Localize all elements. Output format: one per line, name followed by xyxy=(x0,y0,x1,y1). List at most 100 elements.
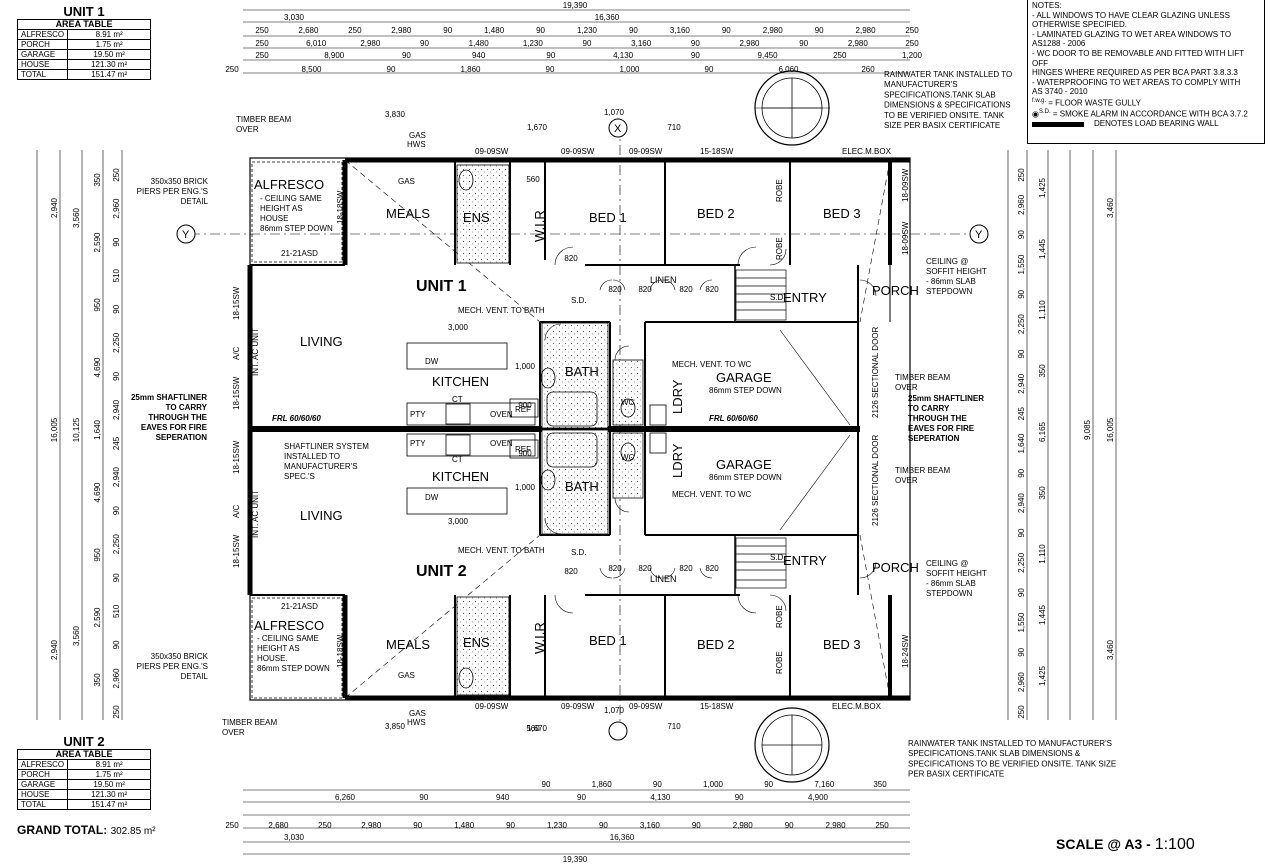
dim-value: 1,445 xyxy=(1038,238,1047,259)
timber-beam-note: TIMBER BEAM xyxy=(895,466,950,475)
dim-value: 1,550 xyxy=(1017,254,1026,275)
dim-value: 90 xyxy=(413,821,422,830)
dim-overall: 19,390 xyxy=(563,855,588,864)
dim-value: 9,450 xyxy=(758,51,779,60)
kitchen-fittings xyxy=(406,169,667,689)
notes-box: NOTES: - ALL WINDOWS TO HAVE CLEAR GLAZI… xyxy=(1027,0,1265,144)
dim-value: 3,030 xyxy=(284,833,305,842)
dim-value: 820 xyxy=(564,567,578,576)
dim-value: 6,165 xyxy=(1038,421,1047,442)
dw-label: DW xyxy=(425,493,439,502)
sd-text: = SMOKE ALARM IN ACCORDANCE WITH BCA 3.7… xyxy=(1052,109,1248,119)
grid-marker-y-left-icon: Y xyxy=(176,224,196,244)
fridge-label: REF xyxy=(515,405,531,414)
dim-value: 16,005 xyxy=(1106,417,1115,442)
gas-label: GAS xyxy=(409,709,426,718)
dim-value: 4,690 xyxy=(93,357,102,378)
shaftliner-system-note: MANUFACTURER'S xyxy=(284,462,358,471)
dim-value: 250 xyxy=(255,51,269,60)
garage-note: 86mm STEP DOWN xyxy=(709,386,782,395)
dim-value: 2,980 xyxy=(733,821,754,830)
cooktop-label: CT xyxy=(452,455,463,464)
dim-value: 3,460 xyxy=(1106,197,1115,218)
entry-steps xyxy=(735,269,787,589)
unit1-area-heading: UNIT 1 xyxy=(63,4,105,19)
dim-value: 7,160 xyxy=(814,780,835,789)
gas-label: GAS xyxy=(398,671,415,680)
dim-value: 90 xyxy=(542,780,551,789)
grid-marker-x-bottom-icon xyxy=(608,721,628,741)
svg-text:X: X xyxy=(614,123,622,135)
door-swings xyxy=(544,246,877,614)
sectional-door-label: 2126 SECTIONAL DOOR xyxy=(871,326,880,418)
dim-value: 950 xyxy=(93,298,102,312)
int-ac-label: INT. AC UNIT xyxy=(251,328,260,376)
porch-label: PORCH xyxy=(872,283,919,298)
dim-value: 90 xyxy=(443,26,452,35)
elec-box-label: ELEC.M.BOX xyxy=(842,147,892,156)
living-label: LIVING xyxy=(300,334,343,349)
dim-value: 2,940 xyxy=(1017,493,1026,514)
shaftliner-note: 25mm SHAFTLINER xyxy=(131,393,207,402)
brick-piers-note: 350x350 BRICK xyxy=(151,177,209,186)
porch-note: CEILING @ xyxy=(926,257,968,266)
pantry-label: PTY xyxy=(410,410,426,419)
window-label: 09-09SW xyxy=(629,147,663,156)
wet-area-tiles xyxy=(456,164,644,696)
dim-value: 1,000 xyxy=(515,362,536,371)
shaftliner-note: EAVES FOR FIRE xyxy=(141,423,208,432)
dim-value: 90 xyxy=(420,39,429,48)
dim-value: 2,960 xyxy=(112,668,121,689)
alfresco-note: HOUSE xyxy=(260,214,288,223)
dim-value: 1,480 xyxy=(484,26,505,35)
dim-value: 820 xyxy=(608,564,622,573)
entry-label: ENTRY xyxy=(783,553,827,568)
dim-value: 1,860 xyxy=(460,65,481,74)
dim-value: 2,940 xyxy=(50,639,59,660)
dim-value: 9,085 xyxy=(1083,419,1092,440)
shaftliner-note: TO CARRY xyxy=(166,403,208,412)
dim-value: 90 xyxy=(112,237,121,246)
dim-value: 250 xyxy=(833,51,847,60)
rainwater-tank-top-icon xyxy=(754,70,830,146)
window-label: 18-15SW xyxy=(232,286,241,320)
dim-value: 90 xyxy=(583,39,592,48)
rainwater-note: RAINWATER TANK INSTALLED TO MANUFACTURER… xyxy=(908,739,1112,748)
linen-label: LINEN xyxy=(650,574,677,584)
timber-beam-note: OVER xyxy=(895,476,918,485)
entry-label: ENTRY xyxy=(783,290,827,305)
brick-piers-note: PIERS PER ENG.'S xyxy=(137,187,208,196)
dim-value: 2,980 xyxy=(361,821,382,830)
rainwater-note: RAINWATER TANK INSTALLED TO xyxy=(884,70,1012,79)
dim-value: 90 xyxy=(536,26,545,35)
dim-value: 90 xyxy=(1017,349,1026,358)
dim-value: 3,850 xyxy=(385,722,406,731)
dim-value: 90 xyxy=(1017,230,1026,239)
rainwater-note: TO BE VERIFIED ONSITE. TANK xyxy=(884,111,1005,120)
dim-value: 1,640 xyxy=(1017,433,1026,454)
load-bearing-wall-icon xyxy=(1032,121,1084,127)
dim-value: 3,000 xyxy=(448,323,469,332)
dim-value: 3,160 xyxy=(640,821,661,830)
note-line: OTHERWISE SPECIFIED. xyxy=(1032,20,1127,30)
dim-value: 900 xyxy=(518,449,532,458)
gas-label: GAS xyxy=(409,131,426,140)
dim-overall: 19,390 xyxy=(563,1,588,10)
dim-value: 90 xyxy=(402,51,411,60)
kitchen-label: KITCHEN xyxy=(432,374,489,389)
dim-value: 90 xyxy=(692,821,701,830)
dim-value: 1,230 xyxy=(523,39,544,48)
window-label: 18-18SW xyxy=(336,190,345,224)
dim-value: 250 xyxy=(112,168,121,182)
window-label: 18-15SW xyxy=(232,376,241,410)
dim-value: 3,830 xyxy=(385,110,406,119)
dim-value: 6,260 xyxy=(335,793,356,802)
svg-text:Y: Y xyxy=(182,229,190,241)
robe-label: ROBE xyxy=(775,651,784,674)
garage-label: GARAGE xyxy=(716,370,772,385)
note-line: - WC DOOR TO BE REMOVABLE AND FITTED WIT… xyxy=(1032,48,1244,68)
unit2-area-heading: UNIT 2 xyxy=(63,734,105,749)
dim-value: 90 xyxy=(577,793,586,802)
dim-value: 1,110 xyxy=(1038,544,1047,564)
